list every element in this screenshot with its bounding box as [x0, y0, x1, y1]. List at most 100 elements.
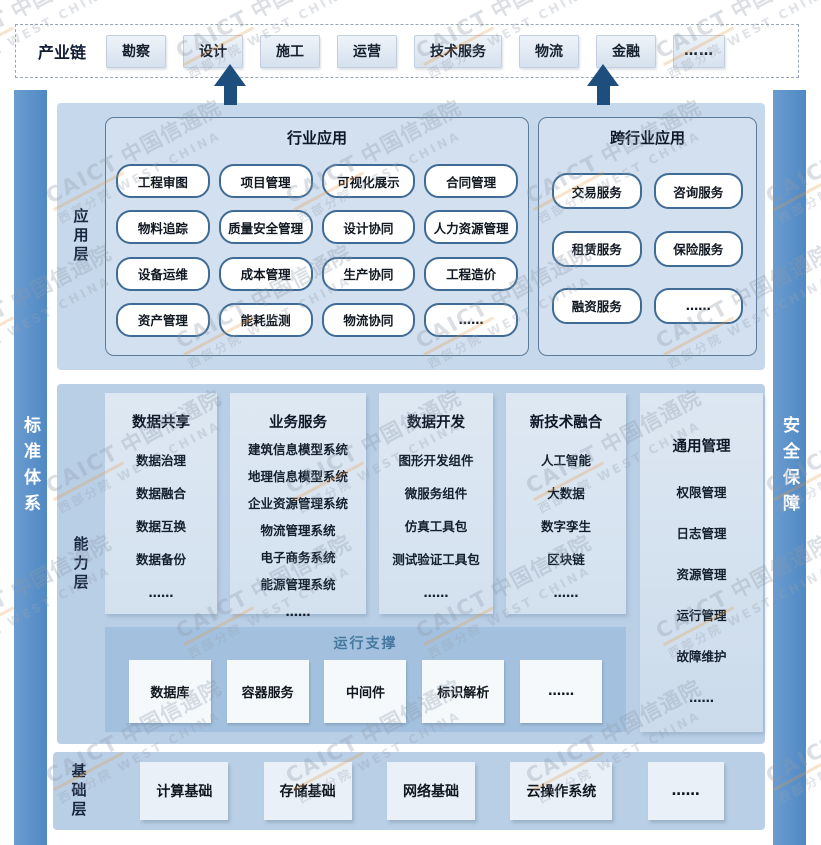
application-layer-gutter: 应用层 [57, 103, 105, 370]
chain-item-ellipsis: …… [673, 34, 726, 68]
industry-apps-box: 行业应用 工程审图 项目管理 可视化展示 合同管理 物料追踪 质量安全管理 设计… [105, 117, 529, 356]
column-item: 数据融合 [135, 486, 186, 501]
app-item: 生产协同 [321, 256, 416, 291]
industry-apps-grid: 工程审图 项目管理 可视化展示 合同管理 物料追踪 质量安全管理 设计协同 人力… [106, 152, 528, 355]
app-item: 设计协同 [321, 210, 416, 245]
column-item: 图形开发组件 [398, 453, 474, 468]
capability-layer-gutter: 能力层 [57, 384, 105, 744]
capability-left-area: 数据共享 数据治理 数据融合 数据互换 数据备份 …… 业务服务 建筑信息模型系… [105, 393, 626, 732]
column-item: 测试验证工具包 [392, 552, 480, 567]
column-item: 数据治理 [135, 453, 186, 468]
cross-app-item: 交易服务 [552, 173, 642, 210]
app-item: 资产管理 [116, 302, 210, 337]
column-data-sharing: 数据共享 数据治理 数据融合 数据互换 数据备份 …… [105, 393, 217, 614]
column-item: 权限管理 [676, 485, 727, 500]
app-item: 能耗监测 [218, 302, 313, 337]
column-item: 人工智能 [540, 453, 591, 468]
column-item: 企业资源管理系统 [247, 496, 348, 511]
standard-system-bar: 标准体系 [14, 90, 47, 845]
column-item-ellipsis: …… [423, 585, 449, 600]
cross-app-item: 保险服务 [653, 230, 743, 267]
chain-item-operation: 运营 [337, 34, 398, 68]
cross-app-item: 融资服务 [552, 287, 642, 324]
column-item-ellipsis: …… [553, 585, 579, 600]
app-item: 项目管理 [218, 164, 313, 199]
application-layer-content: 行业应用 工程审图 项目管理 可视化展示 合同管理 物料追踪 质量安全管理 设计… [105, 103, 765, 370]
runtime-item: 标识解析 [422, 660, 505, 723]
app-item-ellipsis: …… [424, 302, 518, 337]
chain-item-tech-service: 技术服务 [414, 34, 503, 68]
cross-industry-apps-grid: 交易服务 咨询服务 租赁服务 保险服务 融资服务 …… [539, 152, 756, 355]
column-item: 日志管理 [676, 526, 727, 541]
column-title: 数据共享 [132, 415, 190, 431]
column-title: 数据开发 [407, 415, 465, 431]
app-item: 成本管理 [218, 256, 313, 291]
runtime-support-box: 运行支撑 数据库 容器服务 中间件 标识解析 …… [105, 627, 626, 732]
app-item: 工程审图 [116, 164, 210, 199]
standard-system-label: 标准体系 [20, 415, 40, 520]
industry-apps-title: 行业应用 [286, 129, 347, 147]
runtime-support-items: 数据库 容器服务 中间件 标识解析 …… [113, 660, 618, 723]
column-items: 数据治理 数据融合 数据互换 数据备份 …… [136, 444, 186, 609]
security-guarantee-bar: 安全保障 [773, 90, 806, 845]
application-layer-label: 应用层 [71, 208, 90, 265]
column-item: 数据备份 [135, 552, 186, 567]
column-data-development: 数据开发 图形开发组件 微服务组件 仿真工具包 测试验证工具包 …… [379, 393, 493, 614]
cross-app-item-ellipsis: …… [653, 287, 743, 324]
foundation-item: 存储基础 [263, 762, 352, 820]
column-item: 微服务组件 [404, 486, 468, 501]
app-item: 可视化展示 [321, 164, 416, 199]
capability-layer-label: 能力层 [71, 535, 90, 593]
app-item: 工程造价 [424, 256, 518, 291]
column-title: 新技术融合 [529, 415, 603, 431]
column-business-services: 业务服务 建筑信息模型系统 地理信息模型系统 企业资源管理系统 物流管理系统 电… [230, 393, 366, 619]
chain-item-construction: 施工 [260, 34, 321, 68]
chain-item-survey: 勘察 [106, 34, 167, 68]
column-item: 地理信息模型系统 [247, 469, 348, 484]
column-new-tech-fusion: 新技术融合 人工智能 大数据 数字孪生 区块链 …… [506, 393, 626, 614]
up-arrow-icon [214, 64, 246, 105]
chain-item-finance: 金融 [596, 34, 657, 68]
up-arrow-icon [587, 64, 619, 105]
app-item: 物料追踪 [116, 210, 210, 245]
foundation-layer-items: 计算基础 存储基础 网络基础 云操作系统 …… [105, 752, 765, 830]
app-item: 合同管理 [424, 164, 518, 199]
column-title: 通用管理 [672, 439, 731, 455]
foundation-layer-label: 基础层 [69, 762, 88, 820]
cross-industry-apps-title: 跨行业应用 [609, 129, 685, 147]
app-item: 人力资源管理 [424, 210, 518, 245]
foundation-item-ellipsis: …… [647, 762, 724, 820]
column-item: 区块链 [547, 552, 585, 567]
chain-item-design: 设计 [183, 34, 244, 68]
runtime-item: 数据库 [128, 660, 211, 723]
column-general-management: 通用管理 权限管理 日志管理 资源管理 运行管理 故障维护 …… [640, 393, 763, 732]
foundation-layer-gutter: 基础层 [53, 752, 105, 830]
column-item-ellipsis: …… [285, 604, 311, 619]
column-item: 数据互换 [135, 519, 186, 534]
runtime-item-ellipsis: …… [520, 660, 603, 723]
column-item-ellipsis: …… [148, 585, 174, 600]
column-item: 仿真工具包 [404, 519, 468, 534]
foundation-layer-panel: 基础层 计算基础 存储基础 网络基础 云操作系统 …… [53, 752, 765, 830]
foundation-item: 计算基础 [140, 762, 229, 820]
application-layer-panel: 应用层 行业应用 工程审图 项目管理 可视化展示 合同管理 物料追踪 质量安全管… [57, 103, 765, 370]
column-item: 电子商务系统 [260, 550, 336, 565]
column-item: 能源管理系统 [260, 577, 336, 592]
cross-app-item: 咨询服务 [653, 173, 743, 210]
app-item: 物流协同 [321, 302, 416, 337]
column-title: 业务服务 [269, 415, 327, 431]
runtime-item: 中间件 [324, 660, 407, 723]
column-item-ellipsis: …… [688, 690, 714, 705]
runtime-support-title: 运行支撑 [333, 636, 398, 652]
column-items: 图形开发组件 微服务组件 仿真工具包 测试验证工具包 …… [392, 444, 480, 609]
column-item: 运行管理 [676, 608, 727, 623]
runtime-item: 容器服务 [226, 660, 309, 723]
column-items: 建筑信息模型系统 地理信息模型系统 企业资源管理系统 物流管理系统 电子商务系统… [248, 436, 348, 625]
security-guarantee-label: 安全保障 [779, 415, 799, 520]
industry-chain-label: 产业链 [38, 43, 87, 62]
column-items: 权限管理 日志管理 资源管理 运行管理 故障维护 …… [676, 472, 726, 718]
chain-item-logistics: 物流 [519, 34, 580, 68]
cross-industry-apps-box: 跨行业应用 交易服务 咨询服务 租赁服务 保险服务 融资服务 …… [538, 117, 757, 356]
app-item: 质量安全管理 [218, 210, 313, 245]
